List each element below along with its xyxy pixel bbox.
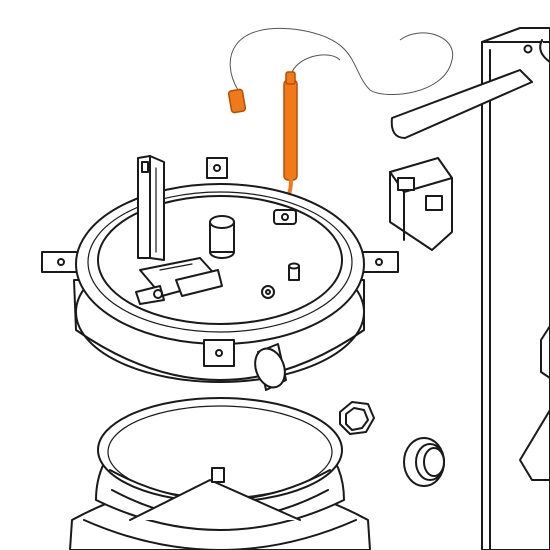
housing-hub <box>211 467 225 483</box>
bracket-screw <box>153 289 163 299</box>
end-cap-body <box>227 88 247 114</box>
lower-bracket <box>519 409 550 481</box>
hose-end-cap <box>227 88 247 114</box>
grommet-hole <box>423 447 445 477</box>
relay-label <box>425 195 443 211</box>
relay-module <box>389 157 453 251</box>
exhaust-port-opening <box>254 347 286 389</box>
side-panel <box>390 27 550 550</box>
lid-tab-right-hole <box>375 258 383 266</box>
side-panel-knob <box>539 39 550 63</box>
exhaust-port <box>254 343 287 391</box>
bracket-mesh <box>175 269 223 297</box>
hex-gasket-inner <box>345 407 369 431</box>
side-panel-body <box>481 27 550 550</box>
relay-terminal <box>397 177 415 191</box>
lid-inner-rim <box>87 191 353 333</box>
center-tube-top <box>209 215 235 229</box>
grommet <box>403 437 445 487</box>
lid-tab-front-hole <box>215 349 223 357</box>
side-panel-clip <box>540 325 550 379</box>
bracket-post-right <box>149 155 165 261</box>
bracket-notch <box>141 161 149 173</box>
sensor-wire <box>229 28 454 96</box>
hose-tube <box>283 79 298 181</box>
combustion-blower-housing <box>69 397 371 550</box>
lid-nut-center <box>265 289 271 295</box>
hose-fitting <box>285 71 296 85</box>
mounting-arm <box>390 69 533 139</box>
lid-tab-left-hole <box>57 258 65 266</box>
hex-gasket <box>339 401 375 435</box>
sensor-post-top <box>288 262 300 270</box>
lid-tab-top-hole <box>213 164 221 172</box>
hose-barb-hole <box>281 213 289 221</box>
housing-impeller-blade <box>129 479 301 521</box>
pressure-switch-hose <box>267 71 298 205</box>
bracket-plate-line <box>159 263 193 271</box>
burn-pot-lid-assembly <box>41 157 399 383</box>
side-panel-screw <box>523 44 533 54</box>
igniter-bracket <box>135 155 223 305</box>
sensor-wire-lead <box>291 54 341 73</box>
